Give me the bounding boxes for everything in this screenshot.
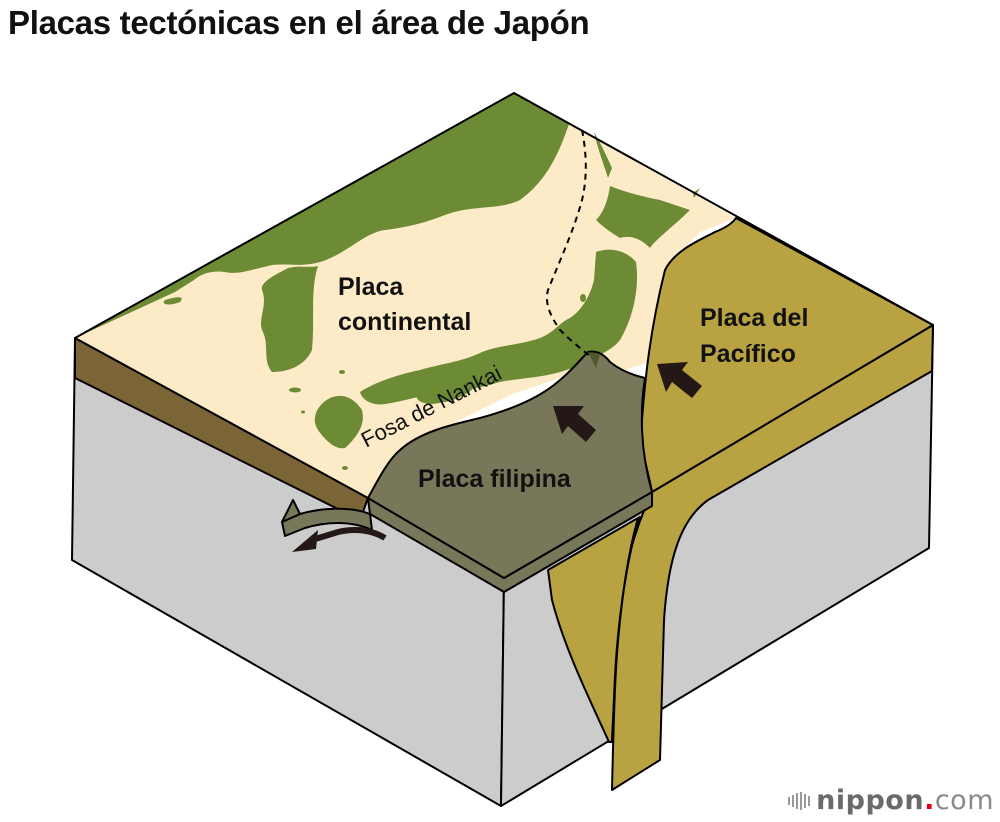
subduction-arrow-icon <box>311 527 387 543</box>
dashed-plate-boundary <box>546 129 591 357</box>
label-pacific-line2: Pacífico <box>700 340 796 368</box>
label-philippine-plate: Placa filipina <box>418 465 572 493</box>
land-masses <box>75 93 700 470</box>
label-pacific-line1: Placa del <box>700 304 808 332</box>
arrow-icon <box>553 362 702 442</box>
subduction-arrowhead-icon <box>292 530 318 552</box>
nippon-logo: nippon.com <box>788 785 994 816</box>
philippine-subducting-tongue <box>281 507 373 537</box>
logo-text: nippon.com <box>816 785 994 816</box>
label-continental-line2: continental <box>338 308 471 336</box>
logo-bars-icon <box>788 791 811 810</box>
page-title: Placas tectónicas en el área de Japón <box>8 4 590 41</box>
label-continental-line1: Placa <box>338 273 404 301</box>
continental-plate-surface <box>75 93 736 498</box>
